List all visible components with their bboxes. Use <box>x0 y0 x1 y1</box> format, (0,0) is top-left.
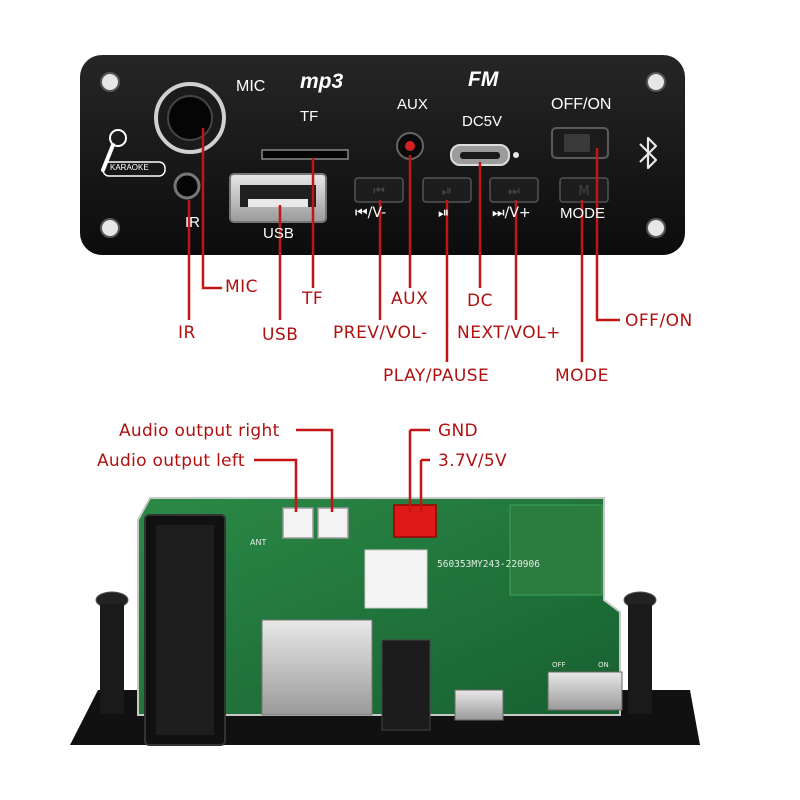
callout-next-vol: NEXT/VOL+ <box>457 323 561 343</box>
panel-usb-text: USB <box>263 225 294 242</box>
mount-hole-bl <box>100 218 120 238</box>
panel-mic-text: MIC <box>236 78 266 95</box>
back-board: 560353MY243-220906 ANT OFF ON <box>70 497 700 746</box>
panel-fm-logo: FM <box>468 68 499 91</box>
back-mic-jack <box>144 514 226 746</box>
audio-left-connector <box>317 507 349 539</box>
callout-audio-left: Audio output left <box>97 451 245 471</box>
karaoke-mic-icon <box>101 129 166 177</box>
mount-hole-tr <box>646 72 666 92</box>
audio-right-connector <box>282 507 314 539</box>
callout-usb: USB <box>262 325 299 345</box>
pcb-antenna <box>509 504 603 596</box>
panel-ir-text: IR <box>185 214 200 231</box>
aux-jack <box>396 132 424 160</box>
power-connector <box>393 504 437 538</box>
mount-hole-tl <box>100 72 120 92</box>
panel-dc5v-text: DC5V <box>462 113 503 130</box>
panel-off-on-text: OFF/ON <box>551 96 612 113</box>
play-button-glyph: ⏯ <box>442 184 452 199</box>
panel-aux-text: AUX <box>397 96 428 113</box>
callout-off-on: OFF/ON <box>625 311 693 331</box>
front-panel: ⏮ ⏯ ⏭ M <box>80 55 685 255</box>
panel-next-symbol: ⏭/V+ <box>492 205 531 221</box>
next-button[interactable] <box>489 177 539 203</box>
callout-power: 3.7V/5V <box>438 451 507 471</box>
next-button-glyph: ⏭ <box>508 184 520 199</box>
power-switch <box>551 127 609 159</box>
panel-play-symbol: ⏯ <box>438 205 450 221</box>
bluetooth-icon <box>639 136 658 170</box>
pcb-off-label: OFF <box>552 661 566 669</box>
left-screw <box>95 591 129 714</box>
back-power-switch <box>547 671 623 711</box>
callout-audio-right: Audio output right <box>119 421 280 441</box>
usb-port <box>229 173 327 223</box>
mount-hole-br <box>646 218 666 238</box>
dc-port <box>450 144 519 166</box>
callout-ir: IR <box>178 323 196 343</box>
prev-button-glyph: ⏮ <box>373 184 385 199</box>
back-aux-jack <box>381 639 431 731</box>
callout-tf: TF <box>302 289 324 309</box>
ir-receiver <box>173 172 201 200</box>
back-callout-lines <box>254 428 430 512</box>
mic-jack <box>154 82 226 154</box>
callout-aux: AUX <box>391 289 429 309</box>
callout-dc: DC <box>467 291 493 311</box>
ic-label <box>364 549 428 609</box>
callout-gnd: GND <box>438 421 478 441</box>
callout-mic: MIC <box>225 277 259 297</box>
panel-tf-text: TF <box>300 108 319 125</box>
callout-prev-vol: PREV/VOL- <box>333 323 428 343</box>
right-screw <box>623 591 657 714</box>
tf-card-slot <box>261 149 349 160</box>
pcb-serial: 560353MY243-220906 <box>437 559 540 570</box>
front-callout-lines <box>187 128 620 362</box>
mode-button-glyph: M <box>578 184 589 199</box>
back-tf-slot <box>261 619 373 716</box>
callout-mode: MODE <box>555 366 609 386</box>
pcb-ant-label: ANT <box>250 538 266 547</box>
panel-mp3-logo: mp3 <box>300 70 344 93</box>
callout-play-pause: PLAY/PAUSE <box>383 366 490 386</box>
panel-karaoke-text: KARAOKE <box>110 163 149 172</box>
panel-mode-text: MODE <box>560 205 605 222</box>
panel-prev-symbol: ⏮/V- <box>355 205 387 221</box>
back-dc-port <box>454 689 504 721</box>
pcb-on-label: ON <box>598 661 609 669</box>
